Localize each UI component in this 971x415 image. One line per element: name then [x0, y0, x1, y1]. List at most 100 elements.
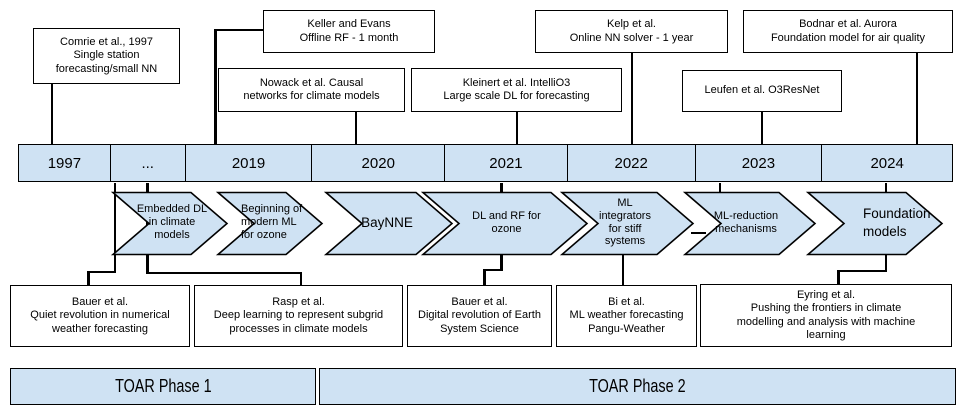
chevron-label-line: ozone	[491, 223, 522, 235]
year-cell-2023: 2023	[696, 145, 823, 181]
callout-nowack: Nowack et al. Causal networks for climat…	[218, 68, 405, 112]
callout-line: ML weather forecasting	[569, 309, 684, 322]
phase-bar-toar-2: TOAR Phase 2	[319, 368, 956, 405]
chevron-band	[110, 191, 944, 256]
connector-dots-bauer-h	[87, 270, 116, 273]
chevron-label-line: ML	[617, 197, 633, 209]
callout-line: Eyring et al.	[796, 289, 856, 302]
callout-line: Deep learning to represent subgrid	[213, 309, 384, 322]
connector-bodnar	[915, 53, 918, 145]
phase-label: TOAR Phase 2	[589, 376, 686, 396]
chevron-label-modern-ml: Beginning of modern ML for ozone	[241, 203, 331, 242]
tick-2023-chevron	[718, 183, 721, 193]
timeline-bar: 1997 ... 2019 2020 2021 2022 2023 2024	[18, 144, 953, 182]
callout-line: Foundation model for air quality	[770, 31, 926, 44]
chevron-shape-ml-integrators	[559, 191, 695, 256]
callout-bodnar: Bodnar et al. Aurora Foundation model fo…	[743, 10, 953, 53]
callout-line: Digital revolution of Earth	[418, 309, 541, 322]
year-cell-2020: 2020	[312, 145, 446, 181]
chevron-label-line: models	[154, 229, 190, 241]
callout-bauer-digital-revolution: Bauer et al. Digital revolution of Earth…	[407, 285, 552, 347]
connector-dots-bauer-v2	[87, 270, 90, 286]
phase-bar-toar-1: TOAR Phase 1	[10, 368, 316, 405]
connector-leufen	[760, 112, 763, 145]
callout-line: Online NN solver - 1 year	[569, 31, 694, 44]
connector-ozone-bauer-v1	[500, 255, 503, 271]
callout-line: Rasp et al.	[272, 295, 325, 308]
callout-line: Leufen et al. O3ResNet	[704, 84, 820, 97]
chevron-label-line: DL and RF for	[472, 210, 541, 222]
connector-gap-dash	[691, 231, 706, 234]
callout-line: processes in climate models	[229, 322, 368, 335]
connector-keller-horizontal	[214, 28, 264, 31]
callout-kelp: Kelp et al. Online NN solver - 1 year	[535, 10, 728, 53]
callout-eyring: Eyring et al. Pushing the frontiers in c…	[700, 284, 952, 347]
callout-line: Bodnar et al. Aurora	[799, 18, 897, 30]
chevron-label-dl-rf-ozone: DL and RF for ozone	[440, 210, 573, 236]
callout-keller-evans: Keller and Evans Offline RF - 1 month	[263, 10, 435, 53]
callout-line: Kleinert et al. IntelliO3	[462, 76, 571, 89]
callout-line: Pangu-Weather	[588, 322, 665, 335]
chevron-label-line: for ozone	[241, 229, 287, 241]
callout-line: weather forecasting	[52, 322, 148, 335]
connector-kelp	[630, 53, 633, 145]
callout-line: forecasting/small NN	[55, 62, 158, 75]
chevron-shape-dl-rf-ozone	[420, 191, 589, 256]
connector-foundation-eyring-v2	[837, 269, 840, 285]
phase-label: TOAR Phase 1	[114, 376, 212, 396]
chevron-label-line: ML-reduction	[713, 210, 779, 222]
chevron-shape-ml-reduction	[682, 191, 817, 256]
year-cell-1997: 1997	[19, 145, 111, 181]
chevron-label-foundation: Foundation models	[863, 205, 948, 240]
connector-integrators-bi	[621, 255, 624, 285]
callout-line: networks for climate models	[243, 90, 380, 102]
callout-comrie: Comrie et al., 1997 Single station forec…	[33, 28, 180, 84]
callout-line: Pushing the frontiers in climate	[750, 302, 902, 315]
chevron-label-line: Embedded DL	[136, 203, 208, 215]
chevron-label-ml-reduction: ML-reduction mechanisms	[692, 210, 800, 236]
callout-line: Kelp et al.	[607, 18, 656, 30]
connector-foundation-eyring-h	[837, 269, 887, 272]
connector-kleinert	[515, 112, 518, 145]
connector-keller-vertical	[214, 28, 217, 146]
connector-dots-rasp-v2	[299, 271, 302, 286]
year-cell-2021: 2021	[445, 145, 568, 181]
chevron-label-line: Foundation	[863, 206, 931, 221]
connector-ozone-bauer-v2	[483, 268, 486, 286]
year-cell-2019: 2019	[186, 145, 313, 181]
callout-line: Bauer et al.	[71, 295, 129, 308]
chevron-label-line: systems	[604, 235, 646, 248]
connector-dots-rasp-h	[146, 271, 302, 274]
connector-nowack	[354, 112, 357, 145]
callout-leufen: Leufen et al. O3ResNet	[682, 70, 842, 112]
chevron-label-line: BayNNE	[361, 215, 413, 230]
callout-line: modelling and analysis with machine	[736, 315, 916, 328]
chevron-label-embedded-dl: Embedded DL in climate models	[120, 203, 224, 242]
chevron-label-line: for stiff	[608, 222, 642, 235]
callout-bi-pangu: Bi et al. ML weather forecasting Pangu-W…	[556, 285, 697, 347]
chevron-label-baynne: BayNNE	[337, 215, 437, 230]
callout-line: Quiet revolution in numerical	[30, 309, 170, 322]
chevron-label-line: in climate	[148, 216, 196, 228]
callout-line: Offline RF - 1 month	[299, 31, 399, 44]
callout-line: Bi et al.	[608, 295, 645, 308]
callout-line: Nowack et al. Causal	[259, 76, 364, 89]
callout-line: Comrie et al., 1997	[60, 35, 153, 48]
chevron-shape-modern-ml	[215, 191, 324, 256]
callout-line: Bauer et al.	[451, 295, 508, 308]
callout-line: learning	[806, 328, 846, 341]
year-cell-dots: ...	[111, 145, 186, 181]
connector-foundation-eyring-v1	[884, 253, 887, 272]
callout-bauer-quiet-revolution: Bauer et al. Quiet revolution in numeric…	[10, 285, 190, 347]
callout-line: System Science	[440, 322, 519, 335]
chevron-shape-foundation	[805, 191, 944, 256]
callout-kleinert: Kleinert et al. IntelliO3 Large scale DL…	[411, 68, 622, 112]
year-cell-2024: 2024	[870, 154, 904, 172]
year-cell-2022: 2022	[568, 145, 696, 181]
tick-2024-chevron	[884, 183, 887, 193]
callout-line: Keller and Evans	[307, 18, 391, 30]
chevron-label-line: modern ML	[241, 216, 297, 228]
callout-rasp: Rasp et al. Deep learning to represent s…	[194, 285, 403, 347]
connector-dots-bauer-v1	[113, 183, 116, 273]
